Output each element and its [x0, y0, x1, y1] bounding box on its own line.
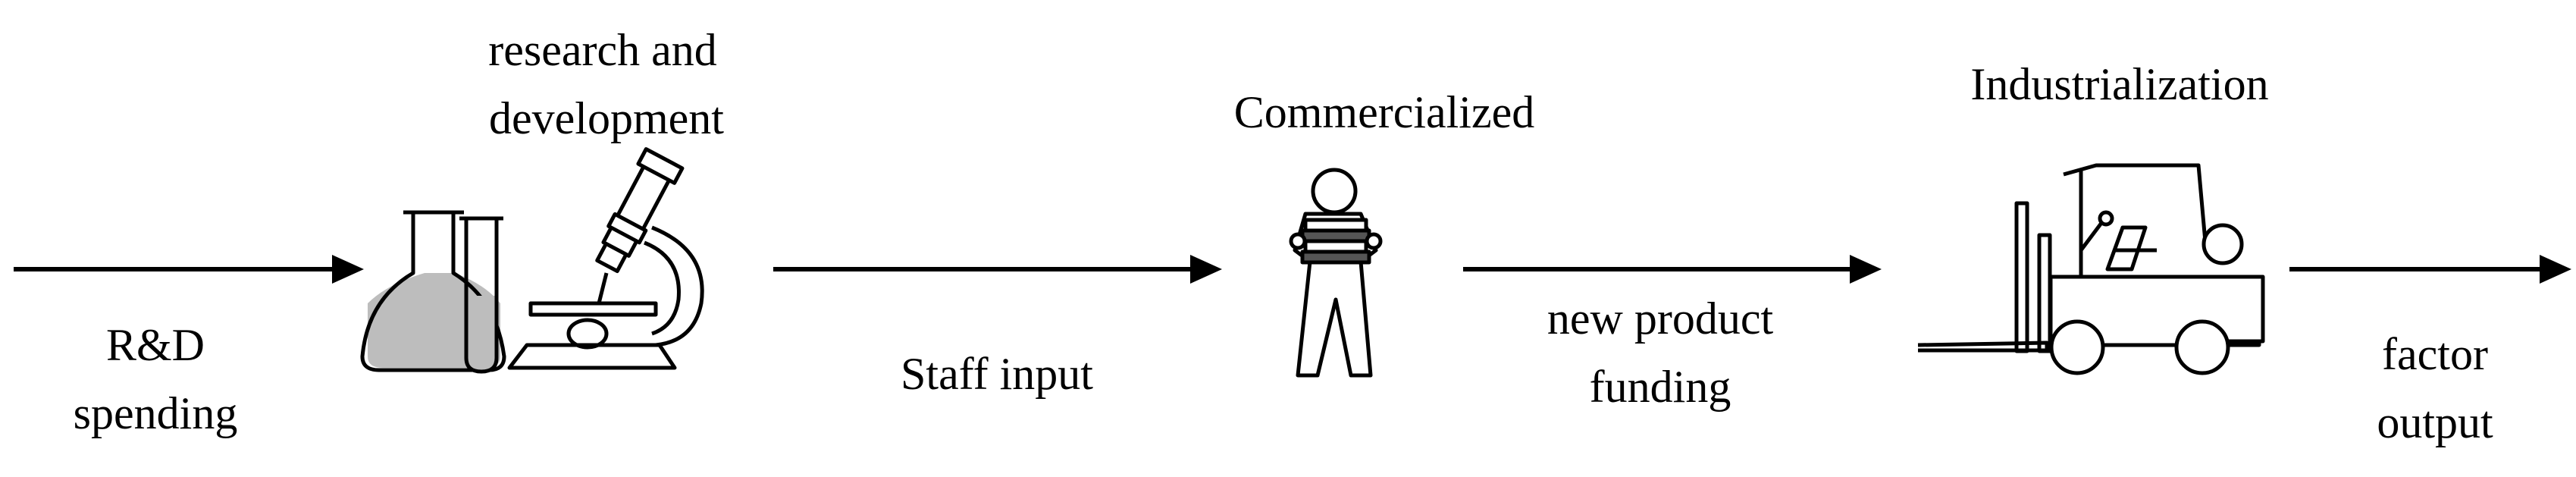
- new-product-funding-label-line1: new product: [1547, 293, 1774, 344]
- arrow-new-product-funding: [1463, 255, 1882, 284]
- research-stage-label-line2: development: [489, 93, 724, 143]
- arrow-factor-output: [2289, 255, 2571, 284]
- lab-equipment-icon: [360, 147, 704, 374]
- microscope-icon: [507, 147, 704, 370]
- staff-input-label: Staff input: [901, 349, 1093, 399]
- new-product-funding-label-line2: funding: [1590, 362, 1731, 412]
- rd-spending-label-line2: spending: [74, 388, 238, 438]
- arrow-rd-spending: [14, 255, 364, 284]
- research-stage-label-line1: research and: [488, 25, 716, 75]
- test-tube-icon: [459, 216, 503, 374]
- books-icon: [1300, 218, 1371, 265]
- forklift-icon: [1917, 163, 2265, 375]
- industrialization-stage-label: Industrialization: [1970, 59, 2268, 109]
- factor-output-label-line1: factor: [2382, 329, 2488, 379]
- arrow-staff-input: [773, 255, 1222, 284]
- person-carrying-books-icon: [1289, 168, 1383, 378]
- factor-output-label-line2: output: [2377, 397, 2493, 447]
- rd-spending-label-line1: R&D: [106, 320, 205, 370]
- commercialized-stage-label: Commercialized: [1234, 87, 1535, 137]
